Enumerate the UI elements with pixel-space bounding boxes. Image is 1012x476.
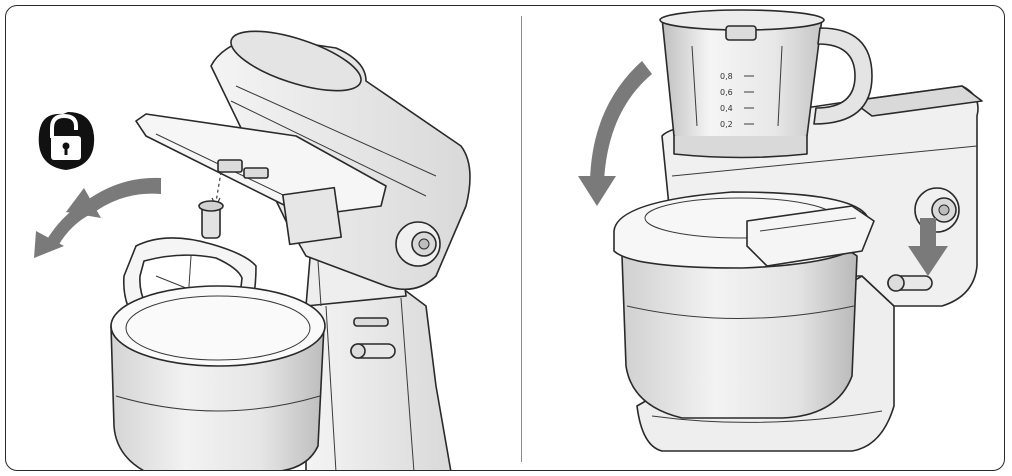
jug-scale-mark: 0,6	[720, 88, 733, 97]
unlock-icon	[38, 112, 95, 170]
mixer-tilted-illustration	[34, 30, 471, 470]
mixing-bowl	[110, 285, 326, 470]
height-slider	[353, 317, 389, 327]
jug-scale-mark: 0,2	[720, 120, 733, 129]
feeding-chute	[746, 205, 875, 267]
jug-scale-mark: 0,8	[720, 72, 733, 81]
step-fit-blender-jug-panel: 0,8 0,6 0,4 0,2	[522, 6, 1004, 470]
drive-shaft	[217, 159, 243, 173]
mixer-head-top	[230, 30, 362, 92]
press-down-arrow-icon	[908, 218, 948, 276]
mixer-top	[851, 85, 983, 117]
instruction-figure: 0,8 0,6 0,4 0,2	[5, 5, 1005, 471]
lower-head-arrow	[578, 61, 652, 206]
accessory-outlet	[281, 186, 343, 246]
mixer-blender-illustration: 0,8 0,6 0,4 0,2	[578, 9, 983, 452]
unlock-rotation-arrow	[34, 177, 161, 258]
step-remove-accessory-panel	[6, 6, 521, 470]
jug-scale-mark: 0,4	[720, 104, 733, 113]
jug-scale: 0,8 0,6 0,4 0,2	[720, 72, 754, 129]
blender-jug: 0,8 0,6 0,4 0,2	[659, 9, 873, 159]
jug-handle	[813, 27, 873, 125]
mixing-bowl	[613, 191, 868, 419]
panel-divider	[521, 16, 522, 462]
